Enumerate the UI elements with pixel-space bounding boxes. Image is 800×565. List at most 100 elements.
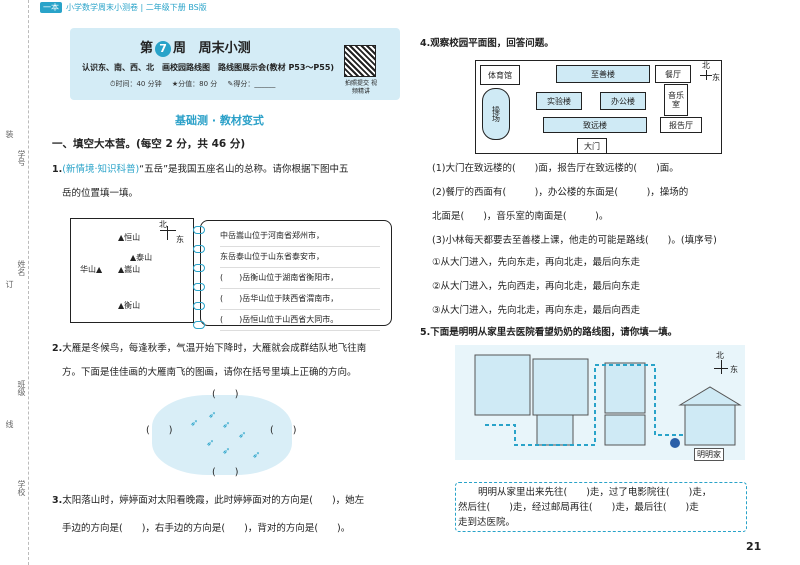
top-bar: 一本小学数学周末小测卷 | 二年级下册 BS版 <box>40 2 207 13</box>
q4-sub2a: (2)餐厅的西面有( )，办公楼的东面是( )，操场的 <box>432 187 689 198</box>
geese-picture <box>152 395 292 475</box>
notebook-rings <box>193 226 207 340</box>
q2-num: 2. <box>52 343 63 354</box>
time-info: 时间：40 分钟 <box>115 80 162 88</box>
q5-title-text: 下面是明明从家里去医院看望奶奶的路线图，请你填一填。 <box>430 327 678 338</box>
note-line: 东岳泰山位于山东省泰安市， <box>220 247 380 268</box>
notes-card <box>200 220 392 326</box>
margin-mark-2: 订 <box>5 280 14 288</box>
note-line: ( )岳华山位于陕西省渭南市， <box>220 289 380 310</box>
q5-line2: 然后往( )走，经过邮局再往( )走，最后往( )走 <box>458 502 699 513</box>
home-label: 明明家 <box>694 448 724 461</box>
q5-title: 5.下面是明明从家里去医院看望奶奶的路线图，请你填一填。 <box>420 326 677 340</box>
q1-text1: “五岳”是我国五座名山的总称。请你根据下图中五 <box>139 164 349 175</box>
q2-text-line2: 方。下面是佳佳画的大雁南飞的图画，请你在括号里填上正确的方向。 <box>62 367 357 378</box>
notes-list: 中岳嵩山位于河南省郑州市， 东岳泰山位于山东省泰安市， ( )岳衡山位于湖南省衡… <box>220 226 380 331</box>
note-line: ( )岳恒山位于山西省大同市。 <box>220 310 380 331</box>
margin-student-id: 学号 <box>17 150 26 166</box>
q1-tag: (新情境·知识科普) <box>62 164 140 175</box>
bld-hall: 报告厅 <box>660 117 702 133</box>
q4-sub3: (3)小林每天都要去至善楼上课，他走的可能是路线( )。(填序号) <box>432 235 717 246</box>
route-picture <box>455 345 745 460</box>
compass-v <box>167 226 168 240</box>
score-info: 分值：80 分 <box>178 80 218 88</box>
bld-lab: 实验楼 <box>536 92 582 110</box>
star-icon: ★ <box>171 80 179 88</box>
bld-canteen: 餐厅 <box>655 65 691 83</box>
route-illustration <box>474 354 742 448</box>
margin-name: 姓名 <box>17 260 26 276</box>
bld-gym: 体育馆 <box>480 65 520 85</box>
street-east: 东 <box>730 365 738 374</box>
mountain-hengshan-n: ▲恒山 <box>118 233 141 242</box>
compass-v <box>706 70 707 80</box>
campus-north: 北 <box>702 61 710 70</box>
note-line: 中岳嵩山位于河南省郑州市， <box>220 226 380 247</box>
mountain-songshan: ▲嵩山 <box>118 265 141 274</box>
q2-text1: 大雁是冬候鸟，每逢秋季，气温开始下降时，大雁就会成群结队地飞往南 <box>62 343 367 354</box>
qr-code[interactable] <box>344 45 376 77</box>
q3-num: 3. <box>52 495 63 506</box>
goose-icon: ➶ <box>252 450 261 461</box>
q4-title: 4.观察校园平面图，回答问题。 <box>420 37 554 51</box>
q5-answer-box <box>455 482 747 532</box>
clock-icon: ⏱ <box>110 80 116 88</box>
q1-text-line2: 岳的位置填一填。 <box>62 188 139 199</box>
margin-mark-3: 线 <box>5 420 14 428</box>
compass-h <box>160 230 176 231</box>
q2-blank-right[interactable]: ( ) <box>270 425 297 436</box>
q4-route-3: ③从大门进入，先向北走，再向东走，最后向西走 <box>432 305 641 316</box>
q2-blank-left[interactable]: ( ) <box>146 425 173 436</box>
street-north: 北 <box>716 351 724 360</box>
q4-title-text: 观察校园平面图，回答问题。 <box>430 38 554 49</box>
q3-text-line1: 3.太阳落山时，婷婷面对太阳看晚霞，此时婷婷面对的方向是( )，她左 <box>52 494 397 508</box>
goose-icon: ➶ <box>206 438 215 449</box>
q4-num: 4. <box>420 38 431 49</box>
bld-office: 办公楼 <box>600 92 646 110</box>
book-tag: 一本 <box>40 2 62 13</box>
q2-blank-bottom[interactable]: ( ) <box>212 467 239 478</box>
mountain-huashan: 华山▲ <box>80 265 103 274</box>
qr-caption: 拍照提交 视频精讲 <box>345 80 377 95</box>
goose-icon: ➶ <box>238 430 247 441</box>
q2-text-line1: 2.大雁是冬候鸟，每逢秋季，气温开始下降时，大雁就会成群结队地飞往南 <box>52 342 397 356</box>
week-prefix: 第 <box>140 41 154 56</box>
book-title: 小学数学周末小测卷 | 二年级下册 BS版 <box>66 3 207 12</box>
quiz-title: 周末小测 <box>198 41 251 56</box>
q1-num: 1. <box>52 164 63 175</box>
page-number: 21 <box>746 540 762 553</box>
campus-east: 东 <box>712 73 720 82</box>
q4-sub2b: 北面是( )，音乐室的南面是( )。 <box>432 211 609 222</box>
week-suffix: 周 <box>173 41 187 56</box>
part1-title: 一、填空大本营。(每空 2 分，共 46 分) <box>52 138 246 150</box>
bld-playground: 操场 <box>482 88 510 140</box>
got-score: 得分：______ <box>233 80 276 88</box>
map-east: 东 <box>176 235 184 244</box>
q2-blank-top[interactable]: ( ) <box>212 389 239 400</box>
q5-line3: 走到达医院。 <box>458 517 516 528</box>
margin-school: 学校 <box>17 480 26 496</box>
q1-text-line1: 1.(新情境·知识科普)“五岳”是我国五座名山的总称。请你根据下图中五 <box>52 163 392 177</box>
mountain-taishan: ▲泰山 <box>130 253 153 262</box>
pen-icon: ✎ <box>227 80 234 88</box>
goose-icon: ➶ <box>222 420 231 431</box>
bld-zhishan: 至善楼 <box>556 65 650 83</box>
binding-line <box>28 0 30 565</box>
goose-icon: ➶ <box>222 446 231 457</box>
goose-icon: ➶ <box>190 418 199 429</box>
topics-line: 认识东、南、西、北 画校园路线图 路线图展示会(教材 P53～P55) <box>82 63 335 72</box>
bld-music: 音乐室 <box>664 84 688 116</box>
map-north: 北 <box>159 220 167 229</box>
compass-v <box>721 360 722 374</box>
meta-line: ⏱时间：40 分钟 ★分值：80 分 ✎得分：______ <box>110 79 275 89</box>
q4-route-2: ②从大门进入，先向西走，再向北走，最后向东走 <box>432 281 641 292</box>
q3-text1: 太阳落山时，婷婷面对太阳看晚霞，此时婷婷面对的方向是( )，她左 <box>62 495 365 506</box>
note-line: ( )岳衡山位于湖南省衡阳市， <box>220 268 380 289</box>
mountain-hengshan-s: ▲衡山 <box>118 301 141 310</box>
bld-gate: 大门 <box>577 138 607 154</box>
week-number: 7 <box>155 41 172 57</box>
margin-mark-1: 装 <box>5 130 14 138</box>
q4-sub1: (1)大门在致远楼的( )面，报告厅在致远楼的( )面。 <box>432 163 679 174</box>
section-title: 基础测 · 教材变式 <box>175 114 264 127</box>
